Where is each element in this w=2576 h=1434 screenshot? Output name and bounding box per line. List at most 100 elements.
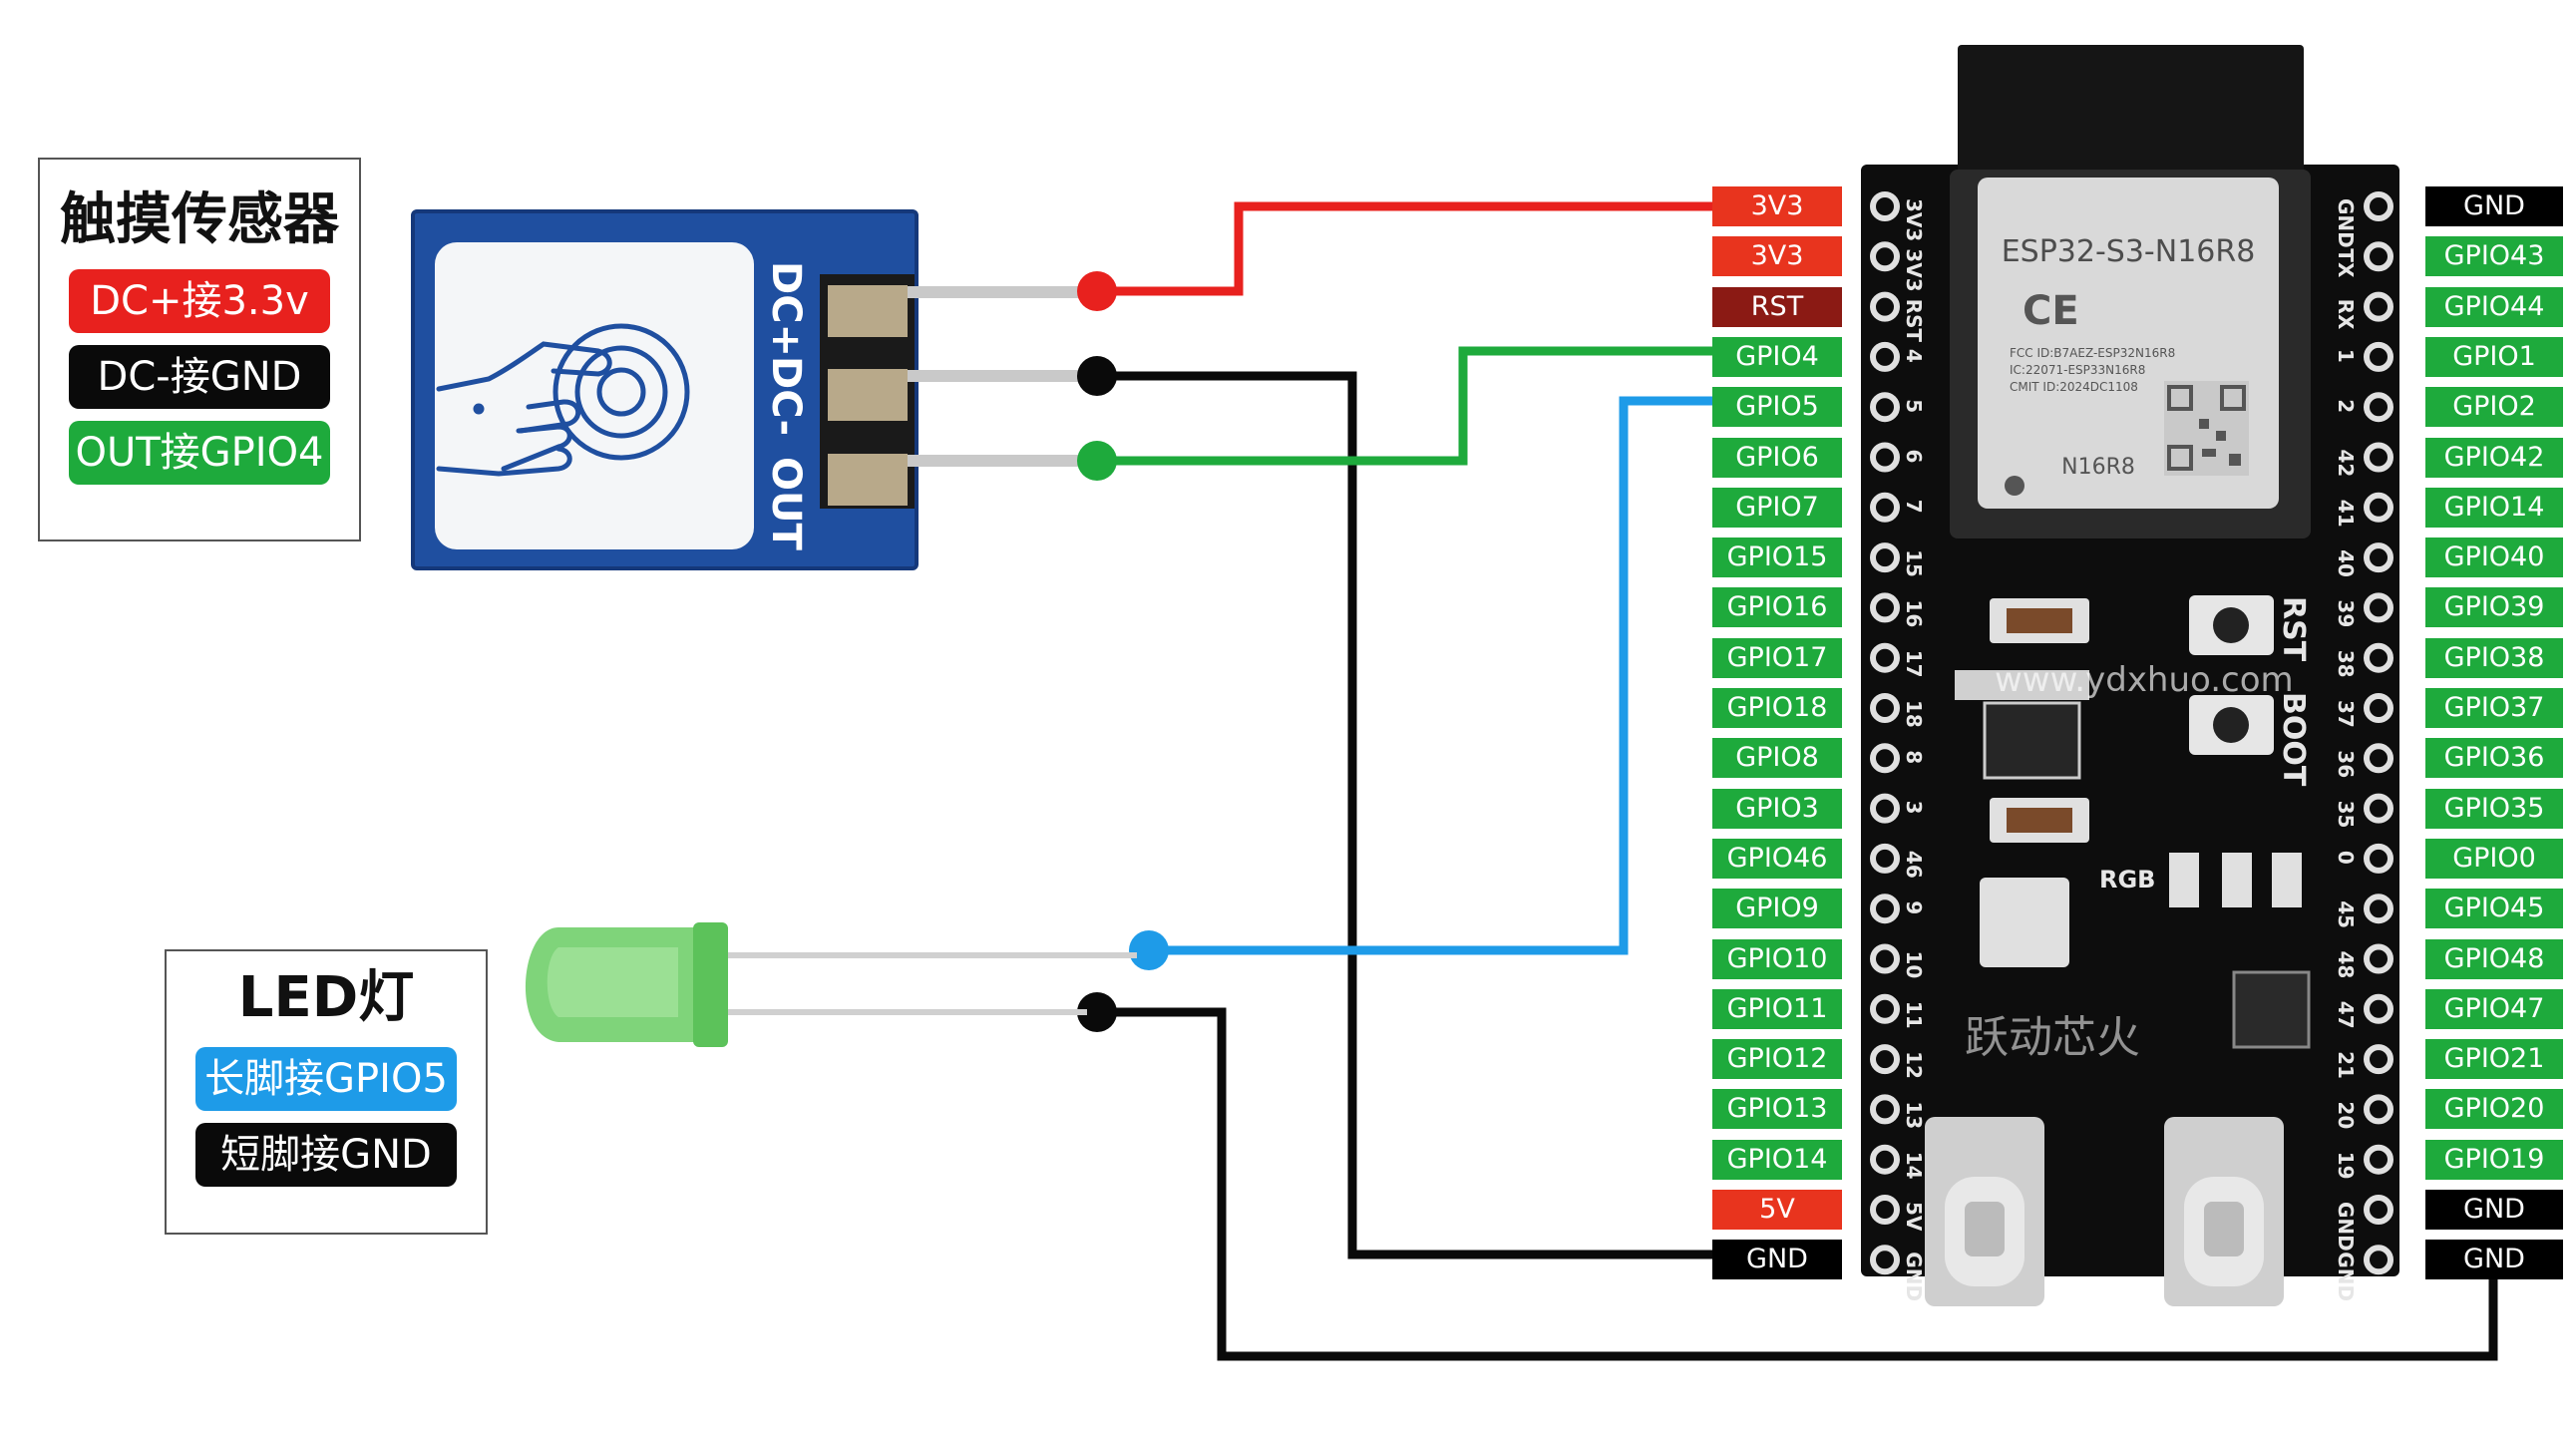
left-pin-label-21: GND — [1712, 1240, 1842, 1280]
legend-out: OUT接GPIO4 — [69, 421, 330, 485]
left-pin-label-7: GPIO15 — [1712, 538, 1842, 578]
brand-label: 跃动芯火 — [1965, 1012, 2140, 1063]
right-hole-10 — [2364, 693, 2393, 723]
left-silk-0: 3V3 — [1902, 198, 1926, 241]
right-silk-6: 41 — [2334, 500, 2358, 528]
right-pin-label-21: GND — [2425, 1240, 2563, 1280]
left-hole-5 — [1870, 442, 1900, 473]
right-hole-19 — [2364, 1144, 2393, 1175]
sensor-pin-label-dcminus: DC- — [763, 356, 809, 436]
right-pin-label-3: GPIO1 — [2425, 336, 2563, 377]
right-pin-label-17: GPIO21 — [2425, 1039, 2563, 1080]
right-silkscreen: GNDTXRX1242414039383736350454847212019GN… — [2334, 198, 2358, 1301]
legend-dcminus: DC-接GND — [69, 345, 330, 409]
left-hole-13 — [1870, 843, 1900, 874]
right-silk-8: 39 — [2334, 599, 2358, 627]
left-pin-label-17: GPIO12 — [1712, 1039, 1842, 1080]
sensor-pin-label-out: OUT — [763, 457, 809, 550]
right-hole-20 — [2364, 1195, 2393, 1225]
left-hole-2 — [1870, 291, 1900, 322]
left-pin-label-8: GPIO16 — [1712, 587, 1842, 628]
dot-gpio4 — [1077, 441, 1117, 481]
fcc-line-2: IC:22071-ESP33N16R8 — [2010, 363, 2145, 377]
right-hole-21 — [2364, 1245, 2393, 1275]
left-hole-8 — [1870, 592, 1900, 623]
qr-code — [2164, 381, 2249, 476]
left-pin-label-3: GPIO4 — [1712, 336, 1842, 377]
right-pin-label-13: GPIO0 — [2425, 838, 2563, 879]
left-silk-15: 10 — [1902, 951, 1926, 979]
right-hole-12 — [2364, 793, 2393, 824]
right-hole-9 — [2364, 642, 2393, 673]
touch-sensor-title: 触摸传感器 — [60, 187, 339, 252]
boot-label: BOOT — [2276, 692, 2311, 787]
wire-gnd-sensor — [1097, 371, 1712, 1259]
led-legend: LED灯 长脚接GPIO5 短脚接GND — [165, 949, 488, 1235]
ce-mark: CE — [2023, 288, 2079, 334]
left-silk-7: 15 — [1902, 549, 1926, 577]
right-hole-15 — [2364, 943, 2393, 974]
right-silk-10: 37 — [2334, 700, 2358, 728]
left-pin-label-11: GPIO8 — [1712, 738, 1842, 779]
wires — [1097, 201, 2498, 1361]
right-pin-label-19: GPIO19 — [2425, 1139, 2563, 1180]
rst-label: RST — [2276, 596, 2311, 662]
left-silk-4: 5 — [1902, 399, 1926, 413]
right-hole-8 — [2364, 592, 2393, 623]
rgb-label: RGB — [2099, 866, 2155, 894]
left-pin-label-2: RST — [1712, 286, 1842, 327]
sensor-pin-label-dcplus: DC+ — [763, 261, 809, 357]
left-silk-11: 8 — [1902, 750, 1926, 764]
right-header-holes — [2364, 191, 2393, 1275]
right-silk-5: 42 — [2334, 450, 2358, 478]
usb-c-port-left — [1925, 1117, 2044, 1306]
wire-gpio5 — [1149, 396, 1712, 955]
right-silk-0: GND — [2334, 198, 2358, 248]
right-silk-19: 19 — [2334, 1152, 2358, 1180]
right-hole-18 — [2364, 1094, 2393, 1125]
right-hole-3 — [2364, 341, 2393, 372]
right-pin-label-8: GPIO39 — [2425, 587, 2563, 628]
right-hole-5 — [2364, 442, 2393, 473]
left-pin-label-13: GPIO46 — [1712, 838, 1842, 879]
left-silk-21: GND — [1902, 1252, 1926, 1301]
left-silk-8: 16 — [1902, 599, 1926, 627]
left-pin-label-20: 5V — [1712, 1190, 1842, 1230]
right-pin-label-0: GND — [2425, 186, 2563, 226]
right-silk-1: TX — [2334, 248, 2358, 278]
right-silk-20: GND — [2334, 1202, 2358, 1252]
touch-sensor-module: DC+ DC- OUT — [411, 209, 1097, 570]
right-silk-15: 48 — [2334, 951, 2358, 979]
right-pin-label-7: GPIO40 — [2425, 538, 2563, 578]
dot-gnd-sensor — [1077, 356, 1117, 396]
left-hole-12 — [1870, 793, 1900, 824]
dot-gpio5 — [1129, 930, 1169, 970]
module-code: N16R8 — [2061, 455, 2135, 480]
left-hole-20 — [1870, 1195, 1900, 1225]
right-pin-label-1: GPIO43 — [2425, 236, 2563, 277]
left-pin-label-16: GPIO11 — [1712, 988, 1842, 1029]
left-silk-2: RST — [1902, 299, 1926, 343]
right-pin-label-6: GPIO14 — [2425, 487, 2563, 528]
right-silk-4: 2 — [2334, 399, 2358, 413]
left-pin-label-18: GPIO13 — [1712, 1089, 1842, 1130]
right-pin-label-10: GPIO37 — [2425, 688, 2563, 728]
right-silk-11: 36 — [2334, 750, 2358, 778]
right-pin-label-14: GPIO45 — [2425, 889, 2563, 929]
left-silk-13: 46 — [1902, 851, 1926, 879]
left-pin-label-1: 3V3 — [1712, 236, 1842, 277]
right-pin-label-9: GPIO38 — [2425, 637, 2563, 678]
left-silk-1: 3V3 — [1902, 248, 1926, 291]
left-header-holes — [1870, 191, 1900, 1275]
right-hole-6 — [2364, 492, 2393, 523]
right-hole-16 — [2364, 993, 2393, 1024]
left-pin-label-12: GPIO3 — [1712, 788, 1842, 829]
left-pin-label-4: GPIO5 — [1712, 387, 1842, 428]
wire-gnd-led — [1097, 1007, 2498, 1361]
antenna — [1958, 45, 2304, 194]
right-pin-label-12: GPIO35 — [2425, 788, 2563, 829]
wire-gpio4 — [1097, 346, 1712, 466]
left-silk-3: 4 — [1902, 349, 1926, 363]
left-silk-5: 6 — [1902, 450, 1926, 464]
